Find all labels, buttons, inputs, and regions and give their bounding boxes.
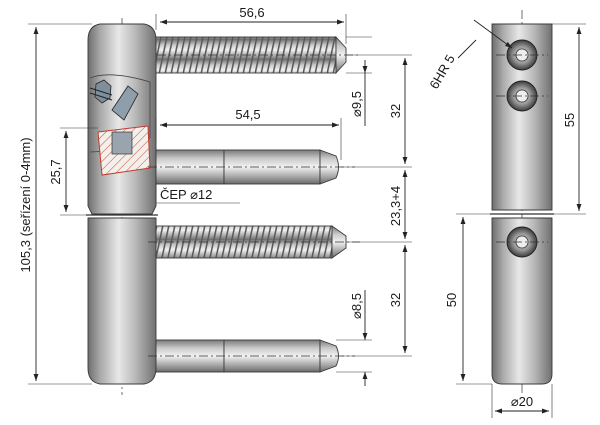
adjustment-mechanism-section (89, 79, 151, 176)
dim-upper-spacing: 32 (388, 104, 403, 118)
side-upper-height: 55 (562, 113, 577, 127)
dim-upper-diameter: ⌀9,5 (349, 91, 364, 117)
upper-barrel (87, 23, 157, 215)
side-diameter: ⌀20 (511, 394, 533, 409)
lower-barrel (87, 217, 157, 385)
hex-size-label: 6HR 5 (426, 52, 457, 91)
pin-label: ČEP ⌀12 (160, 187, 212, 202)
side-view-barrel (490, 23, 554, 385)
dim-lower-diameter: ⌀8,5 (349, 293, 364, 319)
side-lower-height: 50 (444, 293, 459, 307)
dim-lower-spacing: 32 (388, 293, 403, 307)
dim-total-height: 105,3 (seřízení 0-4mm) (18, 137, 33, 272)
dim-thread-length: 56,6 (239, 5, 264, 20)
dim-upper-height: 25,7 (48, 159, 63, 184)
dim-pin-length: 54,5 (235, 107, 260, 122)
dim-adjust-spacing: 23,3+4 (388, 186, 403, 226)
